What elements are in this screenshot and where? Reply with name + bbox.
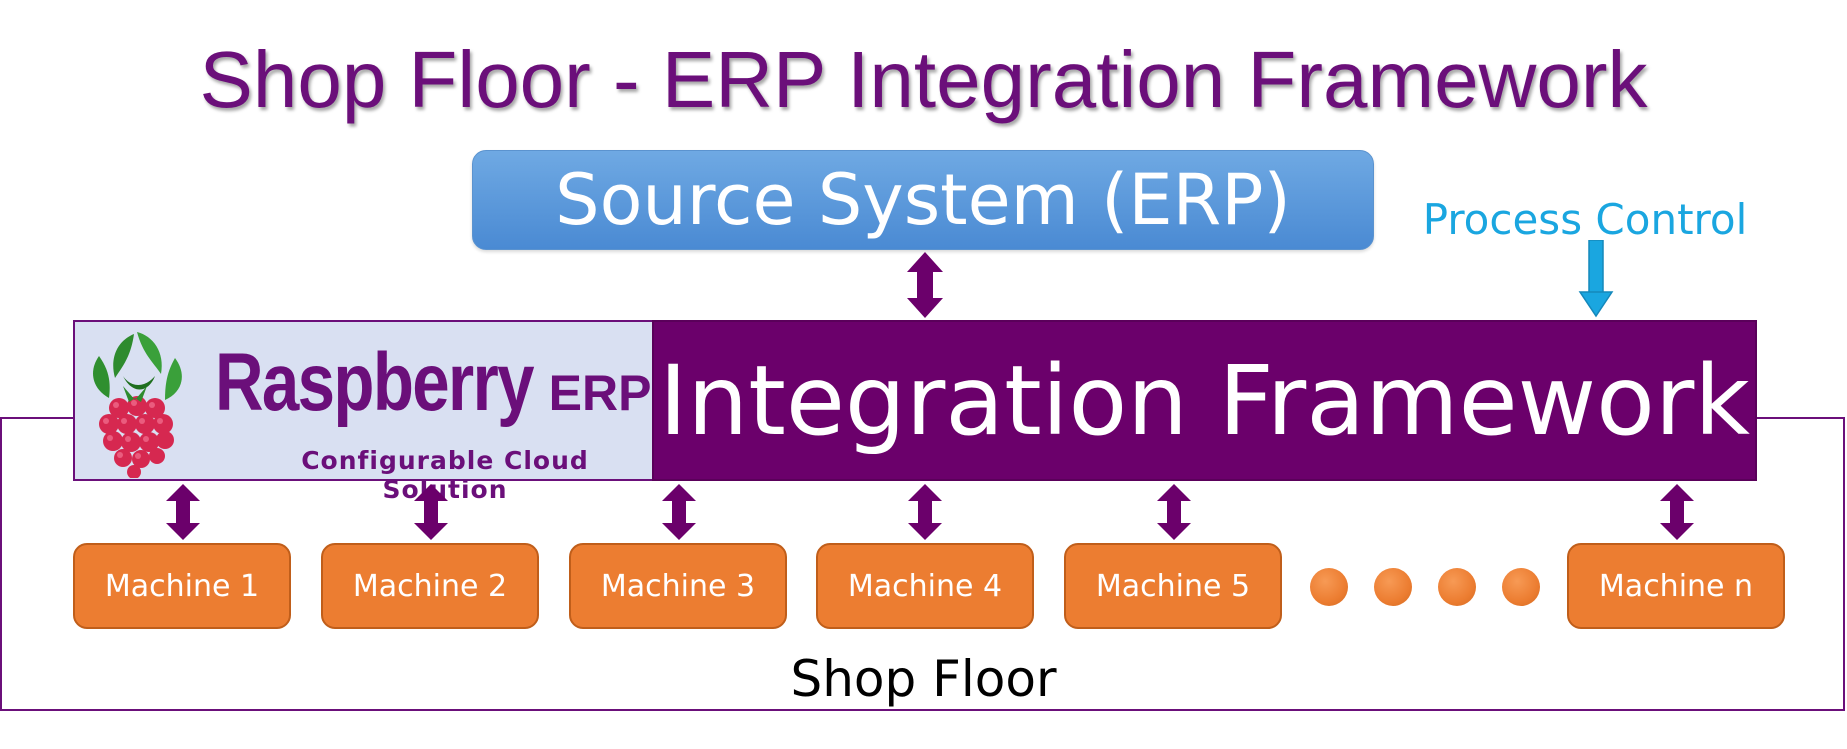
machine-5-box: Machine 5 <box>1064 543 1282 629</box>
ellipsis-dot-1 <box>1310 568 1348 606</box>
machine-1-box: Machine 1 <box>73 543 291 629</box>
ellipsis-dot-2 <box>1374 568 1412 606</box>
raspberry-tagline: Configurable Cloud Solution <box>301 446 589 504</box>
ellipsis-dot-4 <box>1502 568 1540 606</box>
machine-1-label: Machine 1 <box>104 568 260 604</box>
raspberry-brand-suffix: ERP <box>548 365 652 421</box>
machine-n-box: Machine n <box>1567 543 1785 629</box>
process-control-arrow <box>1578 240 1614 318</box>
page-title: Shop Floor - ERP Integration Framework <box>199 35 1648 124</box>
process-control-label: Process Control <box>1422 195 1748 244</box>
erp-integration-double-arrow <box>907 252 943 318</box>
machine-4-double-arrow <box>908 484 942 540</box>
machine-2-double-arrow <box>414 484 448 540</box>
machine-5-double-arrow <box>1157 484 1191 540</box>
source-system-erp-box: Source System (ERP) <box>472 150 1374 250</box>
machine-1-double-arrow <box>166 484 200 540</box>
source-system-label: Source System (ERP) <box>555 159 1291 241</box>
shop-floor-label: Shop Floor <box>790 650 1057 708</box>
machine-4-label: Machine 4 <box>847 568 1003 604</box>
ellipsis-dot-3 <box>1438 568 1476 606</box>
machine-n-double-arrow <box>1660 484 1694 540</box>
raspberry-icon <box>93 332 182 478</box>
raspberry-brand-main: Raspberry <box>215 337 535 428</box>
machine-3-label: Machine 3 <box>600 568 756 604</box>
machine-3-box: Machine 3 <box>569 543 787 629</box>
integration-framework-bar: Integration Framework <box>652 320 1757 481</box>
machine-n-label: Machine n <box>1598 568 1754 604</box>
machine-5-label: Machine 5 <box>1095 568 1251 604</box>
machine-4-box: Machine 4 <box>816 543 1034 629</box>
machine-2-label: Machine 2 <box>352 568 508 604</box>
machine-2-box: Machine 2 <box>321 543 539 629</box>
machine-3-double-arrow <box>662 484 696 540</box>
integration-framework-label: Integration Framework <box>659 344 1750 457</box>
